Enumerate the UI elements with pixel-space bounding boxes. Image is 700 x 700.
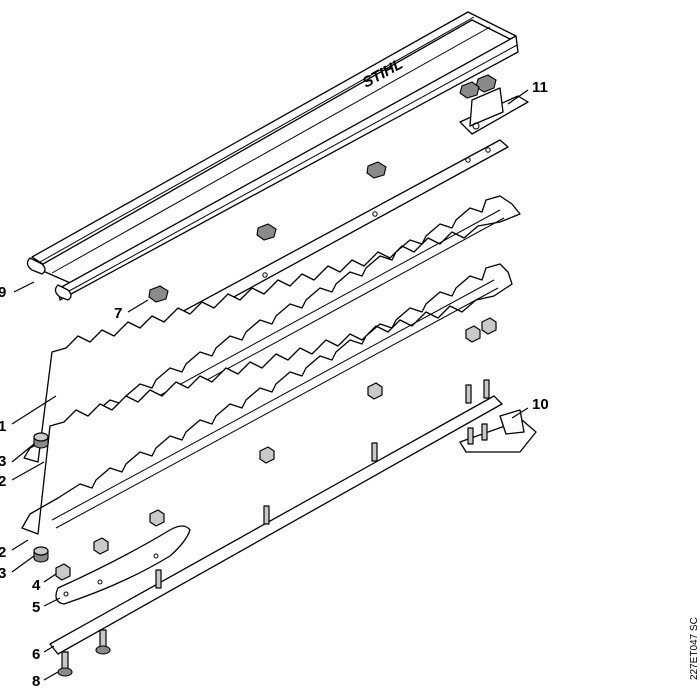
square-nut-group <box>55 317 497 581</box>
spacer-group <box>33 432 49 563</box>
callout-11: 11 <box>532 79 548 96</box>
leader-lines <box>11 89 529 681</box>
callout-7: 7 <box>114 305 122 322</box>
blade-guard-rail: STIHL <box>26 11 519 301</box>
callout-4: 4 <box>32 577 41 594</box>
callout-9: 9 <box>0 284 6 301</box>
callout-10: 10 <box>532 396 549 413</box>
lower-cutter-blade <box>21 263 513 535</box>
drawing-reference: 227ET047 SC <box>689 617 700 680</box>
hex-nut-group <box>148 161 387 303</box>
callout-5: 5 <box>32 599 40 616</box>
callout-2-upper: 2 <box>0 473 6 490</box>
callout-2-lower: 2 <box>0 544 6 561</box>
upper-bracket <box>459 74 529 135</box>
callout-8: 8 <box>32 673 40 690</box>
bottom-rail <box>49 379 503 655</box>
callout-3-lower: 3 <box>0 565 6 582</box>
callout-labels: 9 7 11 1 3 2 10 2 3 4 5 6 8 <box>0 79 549 690</box>
shoe-plate <box>55 525 191 605</box>
callout-1: 1 <box>0 418 6 435</box>
lower-bracket <box>459 409 537 453</box>
callout-6: 6 <box>32 646 40 663</box>
screw-group <box>57 629 111 677</box>
callout-3-upper: 3 <box>0 453 6 470</box>
